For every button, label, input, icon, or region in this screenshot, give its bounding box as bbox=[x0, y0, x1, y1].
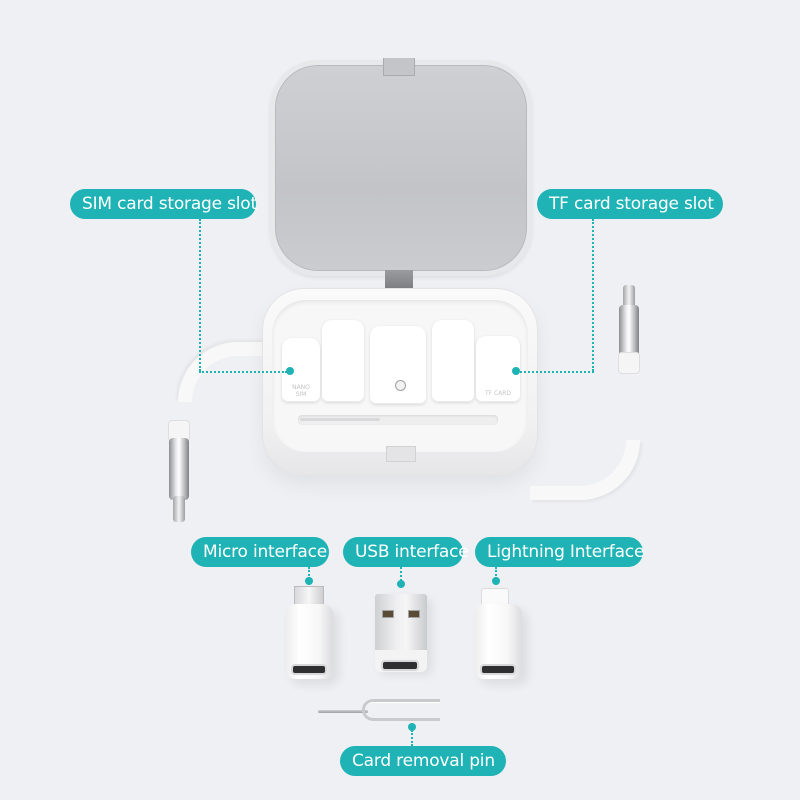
cable-boot-right bbox=[618, 352, 640, 374]
sim-slot-callout: SIM card storage slot bbox=[70, 189, 257, 219]
tf-leader-dot bbox=[512, 367, 520, 375]
pin-callout: Card removal pin bbox=[340, 746, 506, 776]
stored-pin bbox=[300, 418, 380, 421]
sim-leader-line-h bbox=[199, 371, 287, 373]
tf-slot-callout: TF card storage slot bbox=[537, 189, 723, 219]
micro-leader-dot bbox=[305, 577, 313, 585]
tf-card-marking: TF CARD bbox=[484, 390, 512, 397]
pin-groove bbox=[298, 415, 498, 425]
usb-c-plug-left bbox=[169, 438, 189, 500]
pin-leader-dot bbox=[408, 723, 416, 731]
usb-c-plug-tip-left bbox=[173, 496, 185, 522]
lightning-leader-dot bbox=[492, 577, 500, 585]
retractable-cable-right bbox=[530, 440, 640, 500]
cable-boot-left bbox=[168, 420, 190, 442]
case-latch bbox=[386, 446, 416, 462]
tf-leader-line bbox=[592, 219, 594, 371]
usb-callout: USB interface bbox=[343, 537, 469, 567]
case-lid bbox=[270, 60, 532, 276]
micro-usb-tip bbox=[294, 586, 324, 606]
micro-callout: Micro interface bbox=[191, 537, 329, 567]
usb-adapter-usbc-port bbox=[381, 660, 419, 671]
sim-pin-shaft bbox=[318, 710, 368, 713]
tf-leader-line-h bbox=[516, 371, 594, 373]
micro-adapter-usbc-port bbox=[291, 664, 327, 675]
screw-icon bbox=[395, 380, 406, 391]
sim-leader-line bbox=[199, 219, 201, 371]
pin-leader-line bbox=[411, 730, 413, 746]
adapter-slot-2 bbox=[432, 320, 474, 402]
nano-sim-marking: NANO SIM bbox=[292, 384, 310, 398]
adapter-slot-center bbox=[370, 326, 426, 404]
lightning-callout: Lightning Interface bbox=[475, 537, 644, 567]
sim-pin-loop bbox=[362, 699, 440, 721]
usb-c-plug-tip-right bbox=[623, 285, 635, 311]
sim-leader-dot bbox=[286, 367, 294, 375]
usb-contact-left bbox=[382, 610, 394, 618]
lid-tab bbox=[383, 58, 415, 76]
usb-c-plug-right bbox=[619, 305, 639, 367]
adapter-slot-1 bbox=[322, 320, 364, 402]
lightning-leader-line bbox=[495, 567, 497, 579]
usb-contact-right bbox=[408, 610, 420, 618]
usb-leader-line bbox=[400, 567, 402, 581]
micro-leader-line bbox=[308, 567, 310, 579]
lightning-adapter-usbc-port bbox=[480, 664, 516, 675]
usb-leader-dot bbox=[397, 580, 405, 588]
